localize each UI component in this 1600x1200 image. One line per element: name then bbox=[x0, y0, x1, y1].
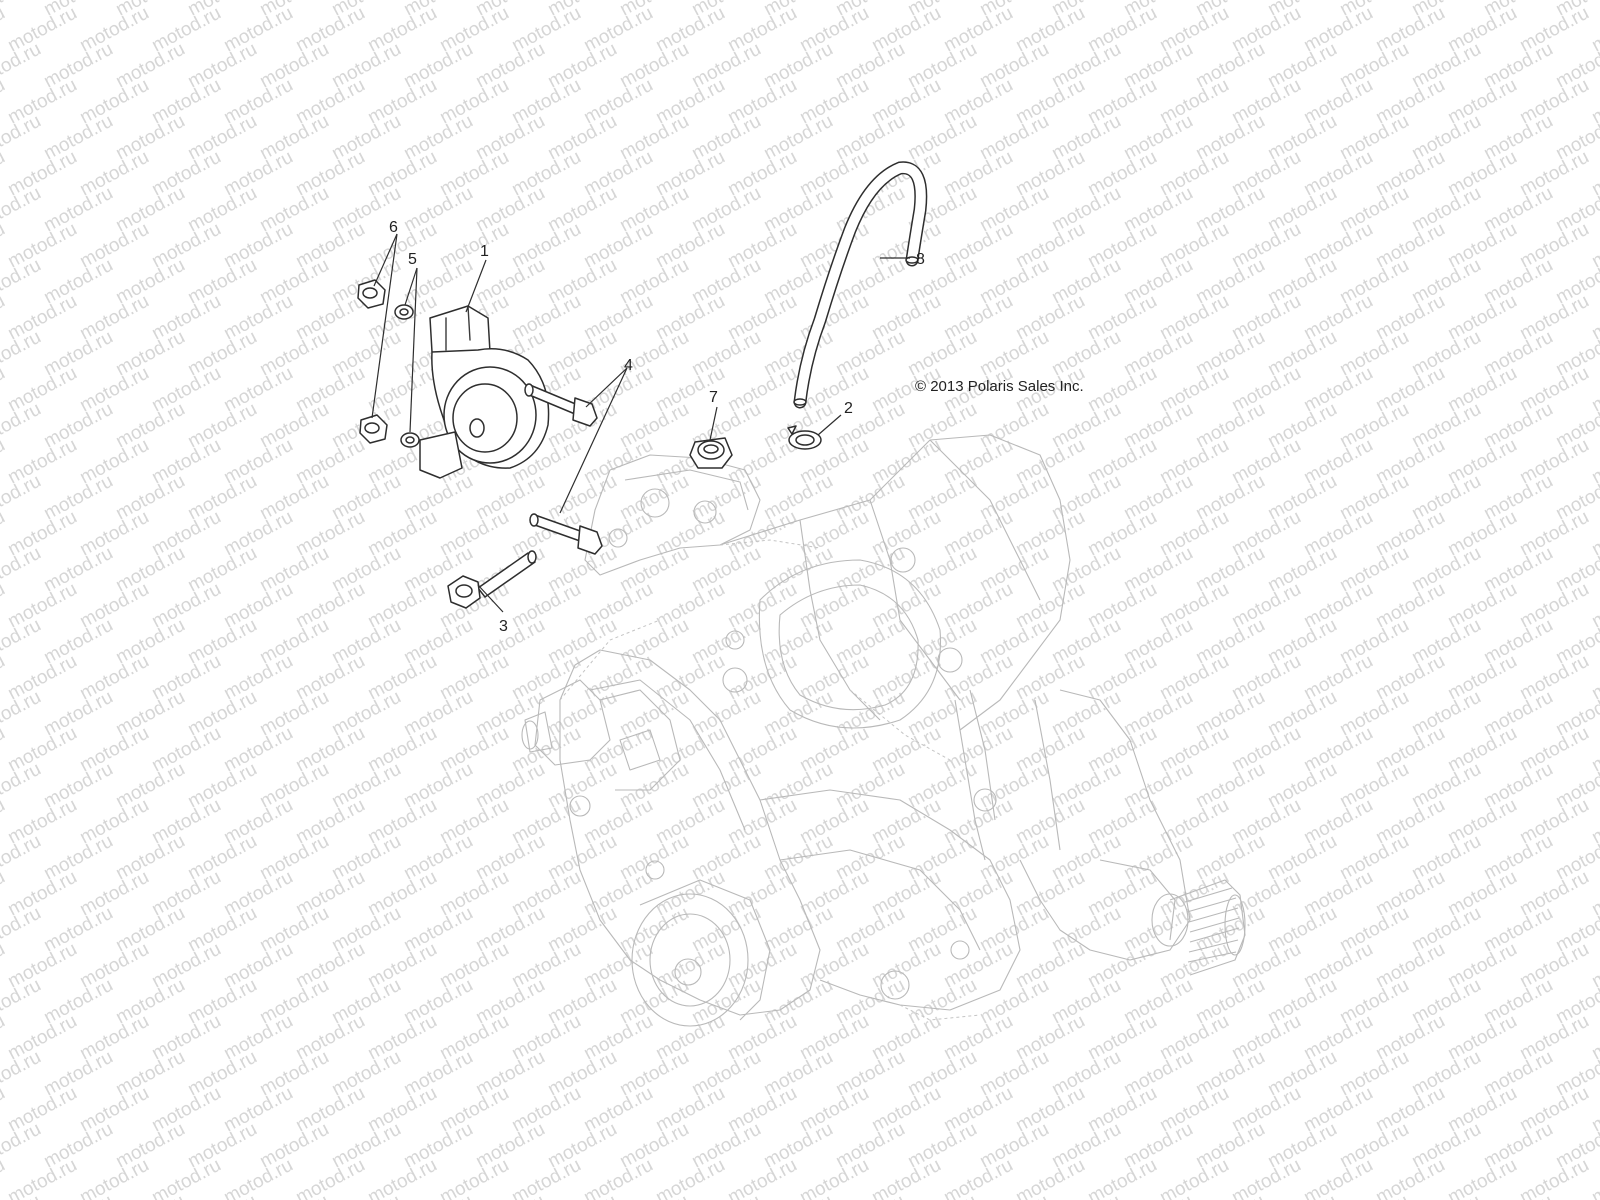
copyright-notice: © 2013 Polaris Sales Inc. bbox=[915, 378, 1084, 395]
callout-2: 2 bbox=[844, 400, 853, 417]
callout-5: 5 bbox=[408, 251, 417, 268]
callout-3: 3 bbox=[499, 618, 508, 635]
callout-8: 8 bbox=[916, 251, 925, 268]
part-2-clamp bbox=[787, 425, 822, 450]
callout-1: 1 bbox=[480, 243, 489, 260]
part-6-bushings bbox=[357, 279, 388, 444]
transmission-housing bbox=[521, 434, 1246, 1027]
part-5-washers bbox=[394, 304, 420, 448]
callout-6: 6 bbox=[389, 219, 398, 236]
part-7-plug bbox=[689, 437, 733, 469]
part-8-hose bbox=[793, 161, 928, 409]
callout-7: 7 bbox=[709, 389, 718, 406]
callout-4: 4 bbox=[624, 357, 633, 374]
